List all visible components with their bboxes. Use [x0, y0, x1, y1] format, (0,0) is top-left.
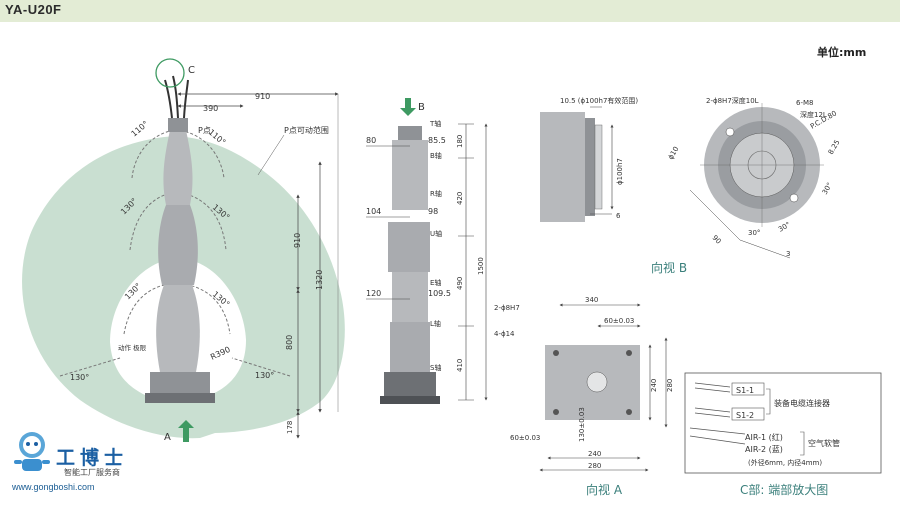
dim-800: 800 [285, 335, 294, 350]
brand-name: 工博士 [56, 447, 129, 469]
flange-d10: ϕ10 [667, 145, 681, 161]
flange-depth: 6 [616, 212, 621, 220]
dim-390: 390 [203, 104, 218, 113]
axis-u: U轴 [430, 229, 442, 238]
base-dim-240-right: 240 [650, 379, 658, 392]
base-dim-130: 130±0.03 [578, 407, 586, 442]
air1-label: AIR-1 (红) [745, 432, 783, 442]
title-bar: YA-U20F [0, 0, 900, 22]
detail-c-caption: C部: 端部放大图 [740, 482, 828, 497]
col-dim-420: 420 [456, 192, 464, 205]
company-logo: 工博士 智能工厂服务商 www.gongboshi.com [8, 425, 158, 495]
cable-label: 装备电缆连接器 [774, 398, 830, 408]
flange-angle-2: 30° [748, 229, 760, 237]
col-dim-1500: 1500 [477, 257, 485, 275]
detail-c-label: C [188, 65, 195, 76]
view-b-arrow-label: B [418, 102, 425, 113]
view-a-arrow [178, 420, 194, 442]
flange-face-view: 2-ϕ8H7深度10L 6-M8 深度12L P.C.D.80 ϕ10 8.25… [651, 96, 842, 275]
front-dim-85-5: 85.5 [428, 136, 446, 145]
tube-spec: (外径6mm, 内径4mm) [748, 458, 822, 467]
detail-c-box [684, 372, 882, 474]
front-dim-80: 80 [366, 136, 376, 145]
angle-top-left: 110° [130, 119, 151, 138]
front-lower-arm [390, 322, 430, 372]
base-bolt-note: 4-ϕ14 [494, 330, 515, 338]
angle-bottom-right: 130° [255, 371, 274, 380]
front-base [384, 372, 436, 396]
unit-label: 单位:mm [817, 46, 867, 59]
front-dim-120: 120 [366, 289, 381, 298]
base-view: 2-ϕ8H7 4-ϕ14 340 60±0.03 240 280 60±0.03… [494, 296, 674, 497]
p-range-label: P点可动范围 [284, 125, 329, 135]
angle-bottom-left: 130° [70, 373, 89, 382]
flange-dim-3: 3 [786, 250, 790, 258]
axis-e: E轴 [430, 278, 441, 287]
view-a-caption: 向视 A [586, 482, 623, 497]
base-dim-280-right: 280 [666, 379, 674, 392]
dim-910-mid: 910 [293, 233, 302, 248]
side-view: C 910 390 1320 910 800 178 110° 110° 130… [22, 58, 345, 443]
col-dim-180: 180 [456, 135, 464, 148]
view-b-arrow [400, 98, 416, 116]
view-a-arrow-label: A [164, 432, 171, 443]
axis-t: T轴 [429, 119, 441, 128]
mascot-icon [14, 432, 50, 471]
front-dim-104: 104 [366, 207, 381, 216]
flange-hole-note: 2-ϕ8H7深度10L [706, 96, 759, 105]
base-dim-240-bottom: 240 [588, 450, 601, 458]
upper-arm [158, 205, 198, 285]
flange-thread-depth: 深度12L [800, 110, 827, 119]
col-dim-490: 490 [456, 277, 464, 290]
base-hole-note: 2-ϕ8H7 [494, 304, 520, 312]
base-dim-340: 340 [585, 296, 598, 304]
front-wrist [392, 140, 428, 210]
connector-s1-1: S1-1 [736, 386, 754, 395]
dim-178: 178 [286, 421, 294, 434]
brand-slogan: 智能工厂服务商 [64, 468, 120, 477]
base-dim-60-top: 60±0.03 [604, 317, 634, 325]
flange-dim-90: 90 [711, 234, 723, 246]
motion-limit-note-text: 动作 极限 [118, 343, 147, 352]
air-hose-label: 空气软管 [808, 438, 840, 448]
view-b-caption: 向视 B [651, 260, 687, 275]
flange-side-view: 10.5 (ϕ100h7有效范围) ϕ100h7 6 [540, 96, 638, 222]
connector-s1-2: S1-2 [736, 411, 754, 420]
flange-dim-8-25: 8.25 [827, 138, 842, 156]
detail-c: S1-1 S1-2 装备电缆连接器 AIR-1 (红) AIR-2 (蓝) 空气… [684, 372, 882, 497]
front-dim-109-5: 109.5 [428, 289, 451, 298]
brand-site: www.gongboshi.com [12, 482, 95, 492]
air2-label: AIR-2 (蓝) [745, 444, 783, 454]
lower-arm [156, 285, 200, 372]
p-point-label: P点 [198, 126, 211, 135]
axis-r: R轴 [430, 189, 442, 198]
axis-s: S轴 [430, 363, 441, 372]
motion-limit-note: 动作 极限 [118, 343, 147, 352]
flange-angle-3: 30° [777, 221, 792, 234]
dim-910-top: 910 [255, 92, 270, 101]
front-upper-arm [388, 222, 430, 272]
detail-c-marker [155, 58, 185, 88]
flange-diameter: ϕ100h7 [616, 158, 624, 185]
flange-angle-1: 30° [821, 181, 834, 196]
base-dim-60-left: 60±0.03 [510, 434, 540, 442]
col-dim-410: 410 [456, 359, 464, 372]
front-view: B 80 104 120 85.5 98 109.5 T轴 B轴 R轴 U轴 E… [366, 98, 488, 404]
flange-thread-note: 6-M8 [796, 99, 813, 107]
flange-side-note: 10.5 (ϕ100h7有效范围) [560, 96, 638, 105]
model-title: YA-U20F [5, 2, 62, 17]
axis-b: B轴 [430, 151, 442, 160]
forearm [163, 130, 193, 205]
axis-l: L轴 [430, 319, 441, 328]
front-dim-98: 98 [428, 207, 438, 216]
base-dim-280-bottom: 280 [588, 462, 601, 470]
wrist [168, 118, 188, 132]
dim-1320: 1320 [315, 270, 324, 290]
flange-body [540, 112, 585, 222]
